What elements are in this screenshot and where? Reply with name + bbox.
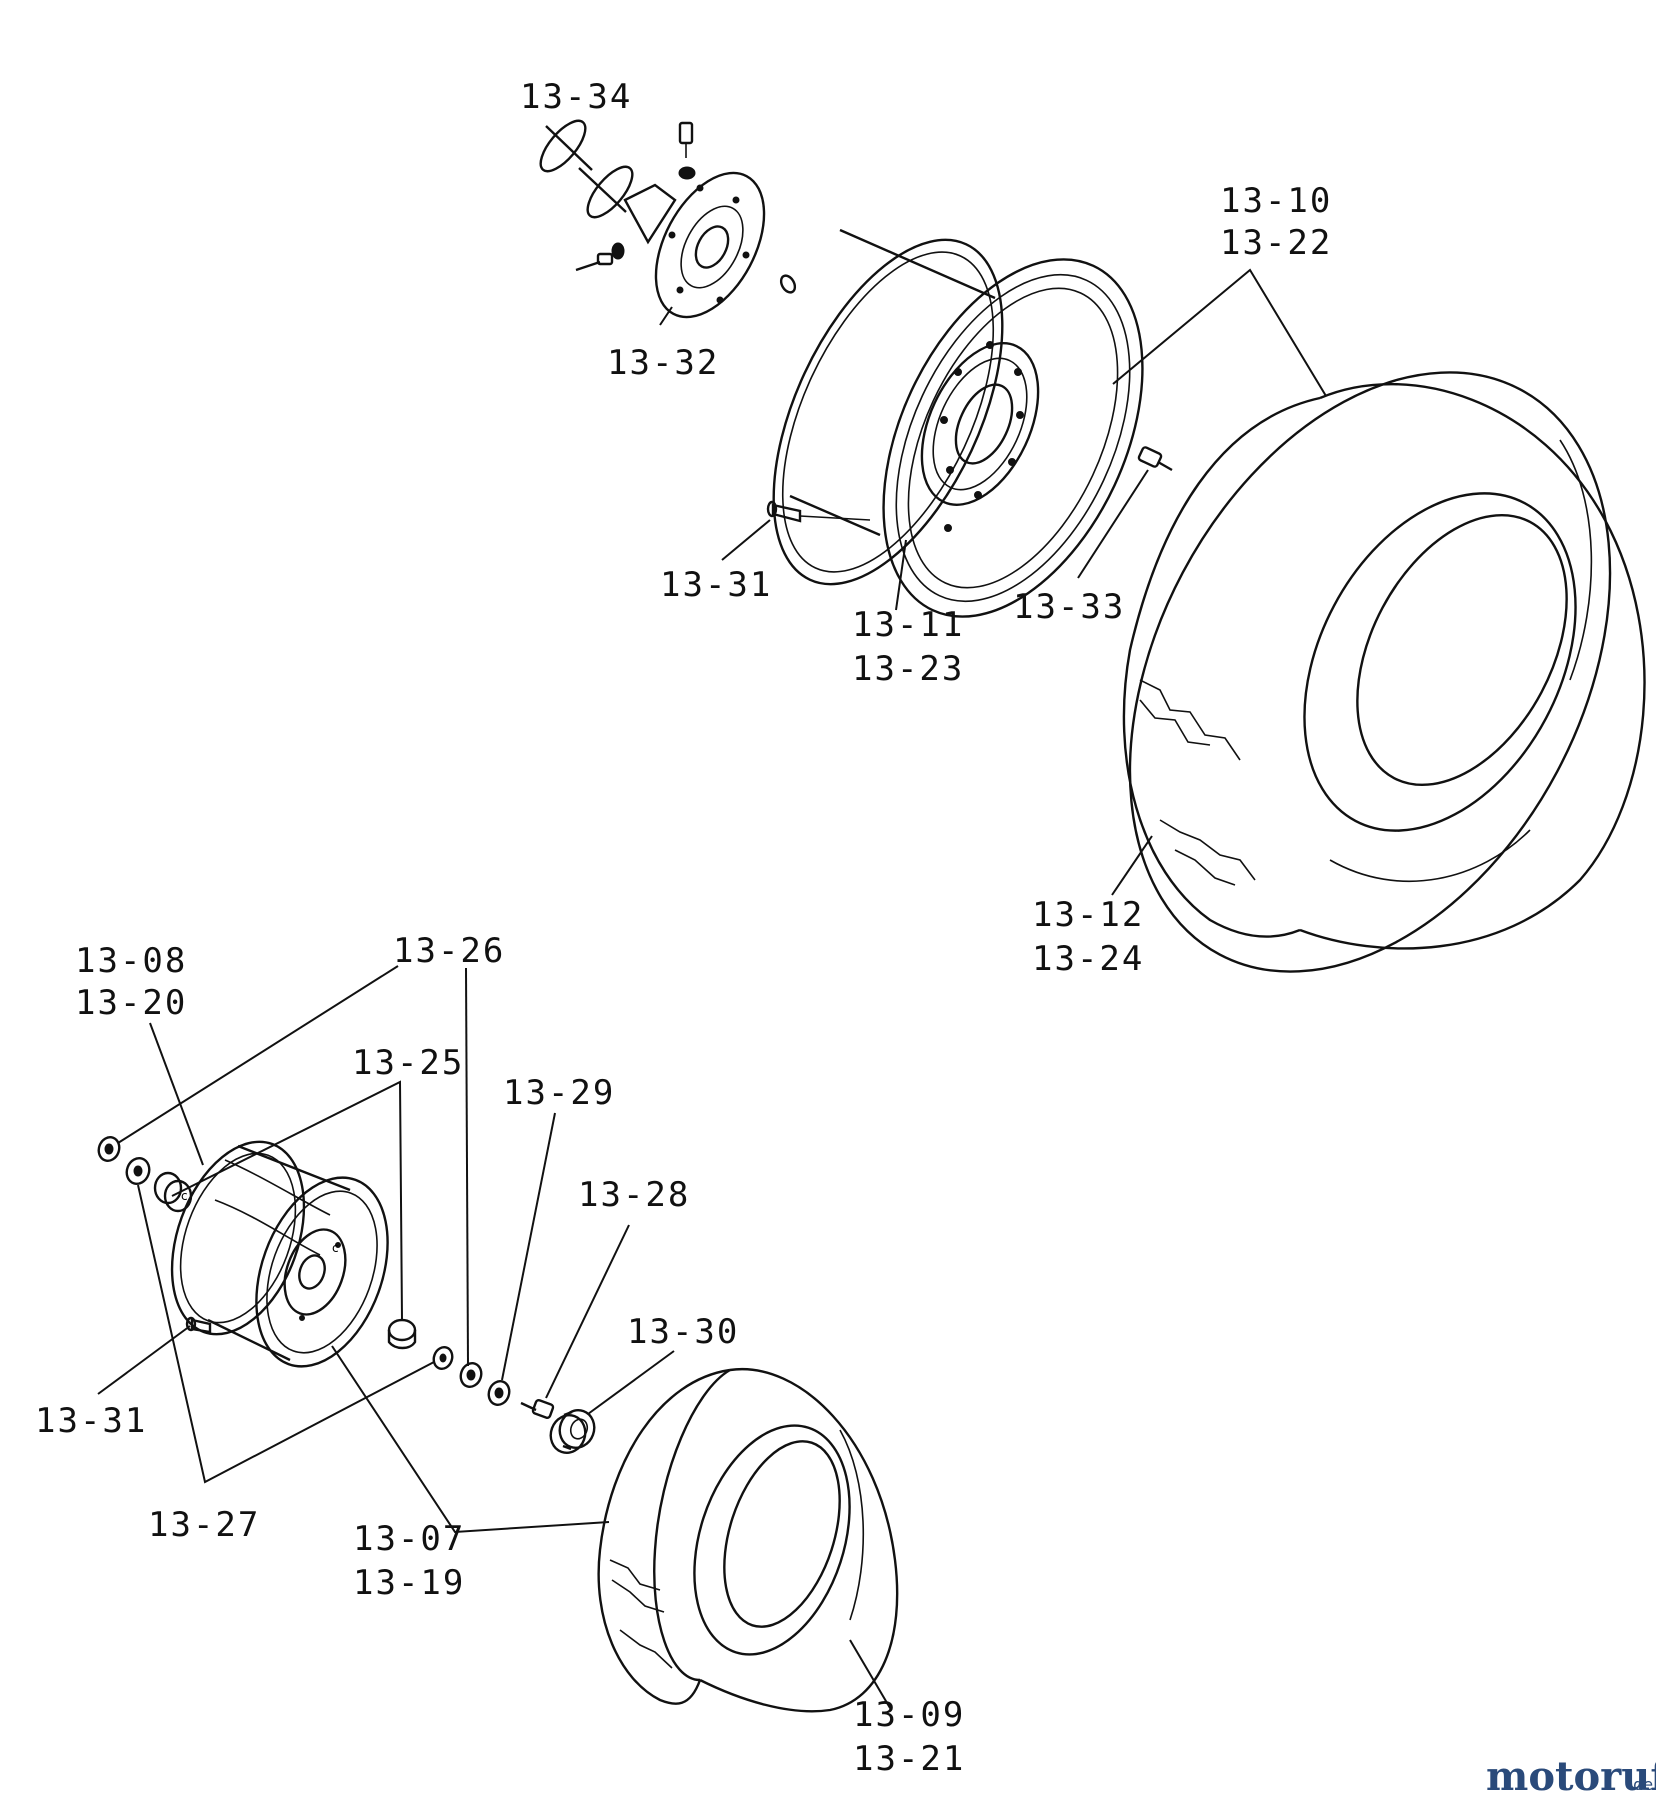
part-13-32-hub-flange bbox=[623, 171, 766, 319]
label-13-10: 13-10 bbox=[1220, 181, 1332, 221]
watermark-suffix: .de bbox=[1628, 1775, 1653, 1794]
label-13-23: 13-23 bbox=[852, 649, 964, 689]
label-13-25: 13-25 bbox=[352, 1043, 464, 1083]
label-13-07: 13-07 bbox=[353, 1519, 465, 1559]
watermark-brand: motoruf bbox=[1486, 1753, 1656, 1800]
part-13-33-bolt bbox=[1137, 446, 1173, 472]
label-13-30: 13-30 bbox=[627, 1312, 739, 1352]
part-13-25-cap bbox=[387, 1318, 417, 1350]
leader-lines bbox=[97, 268, 1327, 1709]
motoruf-watermark-logo: motoruf .de bbox=[1486, 1753, 1656, 1800]
label-13-34: 13-34 bbox=[520, 77, 632, 117]
callout-labels: 13-34 13-10 13-22 13-32 13-31 13-11 13-2… bbox=[35, 77, 1332, 1779]
label-13-11: 13-11 bbox=[852, 605, 964, 645]
part-13-31-valve-stem-top bbox=[766, 500, 871, 523]
label-13-26: 13-26 bbox=[393, 931, 505, 971]
label-13-33: 13-33 bbox=[1013, 587, 1125, 627]
part-13-28-bolt bbox=[520, 1398, 555, 1420]
part-13-11-wheel-rim bbox=[772, 228, 1144, 618]
part-13-30-spacer bbox=[549, 1409, 596, 1454]
label-13-22: 13-22 bbox=[1220, 223, 1332, 263]
label-13-12: 13-12 bbox=[1032, 895, 1144, 935]
label-13-09: 13-09 bbox=[853, 1695, 965, 1735]
flange-bolt-top bbox=[678, 121, 696, 180]
part-13-12-large-tire bbox=[1122, 371, 1646, 973]
part-washers-right bbox=[432, 1346, 511, 1406]
label-13-20: 13-20 bbox=[75, 983, 187, 1023]
part-13-09-small-tire bbox=[597, 1367, 899, 1713]
part-washers-left bbox=[97, 1136, 151, 1185]
flange-bolt-left bbox=[575, 242, 625, 272]
label-13-21: 13-21 bbox=[853, 1739, 965, 1779]
label-13-32: 13-32 bbox=[607, 343, 719, 383]
part-13-08-small-rim: c bbox=[170, 1140, 389, 1368]
label-13-19: 13-19 bbox=[353, 1563, 465, 1603]
svg-text:c: c bbox=[332, 1241, 339, 1255]
label-13-31-top: 13-31 bbox=[660, 565, 772, 605]
label-13-24: 13-24 bbox=[1032, 939, 1144, 979]
part-13-31-valve-stem-bottom bbox=[185, 1316, 212, 1334]
label-13-27: 13-27 bbox=[148, 1505, 260, 1545]
part-13-34-sleeve bbox=[539, 119, 634, 219]
flange-pin bbox=[779, 274, 797, 294]
label-13-31-bottom: 13-31 bbox=[35, 1401, 147, 1441]
label-13-28: 13-28 bbox=[578, 1175, 690, 1215]
label-13-29: 13-29 bbox=[503, 1073, 615, 1113]
label-13-08: 13-08 bbox=[75, 941, 187, 981]
svg-text:c: c bbox=[181, 1189, 188, 1203]
